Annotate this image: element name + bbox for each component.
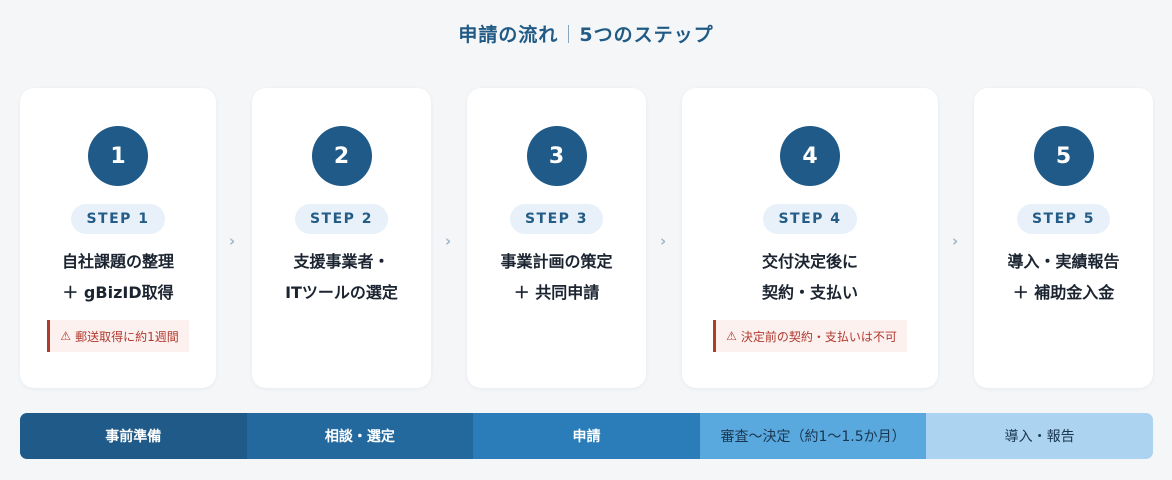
title-sub: 5つのステップ (579, 24, 714, 46)
step-title-line-2: 契約・支払い (761, 283, 858, 302)
page-title: 申請の流れ 5つのステップ (0, 20, 1172, 47)
chevron-right-icon: › (229, 232, 236, 250)
step-title-line-2: ＋ 共同申請 (513, 283, 600, 302)
step-card-4: 4 STEP 4 交付決定後に 契約・支払い ⚠ 決定前の契約・支払いは不可 (682, 88, 938, 388)
timeline-segment-prep: 事前準備 (20, 413, 247, 459)
step-title-line-1: 導入・実績報告 (1007, 252, 1120, 271)
step-number-circle: 1 (88, 126, 148, 186)
step-title-line-2: ＋ 補助金入金 (1012, 283, 1115, 302)
title-divider (568, 25, 570, 43)
chevron-right-icon: › (952, 232, 959, 250)
step-label-pill: STEP 1 (71, 204, 165, 234)
warning-text: 決定前の契約・支払いは不可 (740, 329, 897, 344)
step-title: 導入・実績報告 ＋ 補助金入金 (1007, 246, 1119, 308)
step-number-circle: 2 (311, 126, 372, 186)
step-title-line-1: 交付決定後に (761, 252, 858, 271)
title-main: 申請の流れ (458, 24, 559, 46)
step-label-pill: STEP 2 (294, 204, 389, 234)
warning-text: 郵送取得に約1週間 (75, 329, 179, 344)
step-number-circle: 3 (526, 126, 587, 186)
step-title: 支援事業者・ ITツールの選定 (285, 246, 398, 308)
step-title-line-1: 事業計画の策定 (500, 252, 613, 271)
warning-icon: ⚠ (726, 329, 737, 343)
step-title: 自社課題の整理 ＋ gBizID取得 (62, 246, 174, 308)
timeline-segment-review: 審査〜決定（約1〜1.5か月） (699, 413, 927, 459)
step-card-5: 5 STEP 5 導入・実績報告 ＋ 補助金入金 (974, 88, 1153, 388)
step-title-line-1: 支援事業者・ (293, 252, 390, 271)
step-title: 交付決定後に 契約・支払い (762, 246, 858, 308)
step-label-pill: STEP 5 (1016, 204, 1111, 234)
warning-note: ⚠ 郵送取得に約1週間 (47, 320, 189, 352)
step-number-circle: 4 (780, 126, 840, 186)
chevron-right-icon: › (445, 232, 452, 250)
warning-note: ⚠ 決定前の契約・支払いは不可 (713, 320, 907, 352)
step-title-line-2: ITツールの選定 (285, 283, 398, 302)
timeline-bar: 事前準備 相談・選定 申請 審査〜決定（約1〜1.5か月） 導入・報告 (20, 413, 1153, 459)
timeline-segment-report: 導入・報告 (926, 413, 1153, 459)
step-title: 事業計画の策定 ＋ 共同申請 (500, 246, 612, 308)
step-card-2: 2 STEP 2 支援事業者・ ITツールの選定 (252, 88, 431, 388)
step-label-pill: STEP 3 (509, 204, 604, 234)
timeline-segment-apply: 申請 (473, 413, 700, 459)
step-title-line-1: 自社課題の整理 (61, 252, 174, 271)
step-card-3: 3 STEP 3 事業計画の策定 ＋ 共同申請 (467, 88, 646, 388)
step-number-circle: 5 (1033, 126, 1094, 186)
step-label-pill: STEP 4 (763, 204, 857, 234)
step-title-line-2: ＋ gBizID取得 (62, 283, 174, 302)
timeline-segment-consult: 相談・選定 (246, 413, 474, 459)
step-card-1: 1 STEP 1 自社課題の整理 ＋ gBizID取得 ⚠ 郵送取得に約1週間 (20, 88, 216, 388)
chevron-right-icon: › (660, 232, 667, 250)
warning-icon: ⚠ (60, 329, 72, 343)
